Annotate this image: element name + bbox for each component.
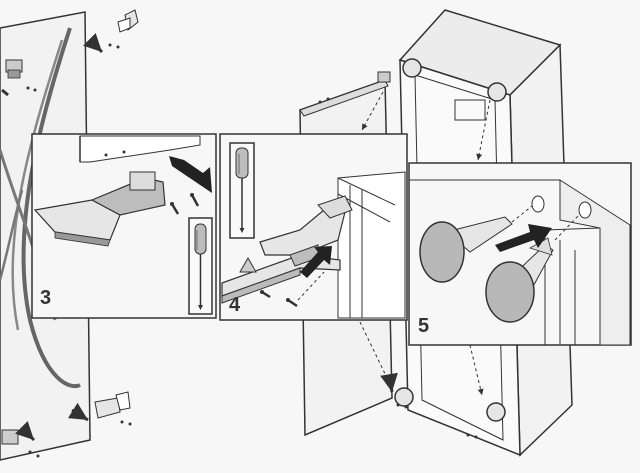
screwdriver-icon [235,147,249,233]
hinge-icon [33,199,121,241]
step-3-label: 3 [40,287,52,309]
inset-step-4 [219,133,408,321]
inset-step-5 [408,162,632,346]
screw-icon [239,256,298,308]
step-4-label: 4 [229,294,241,316]
step-5-label: 5 [418,315,430,337]
inset-step-3 [31,133,217,319]
cover-cap-icon [485,237,554,323]
cover-cap-icon [419,216,513,283]
screwdriver-icon [194,223,207,310]
